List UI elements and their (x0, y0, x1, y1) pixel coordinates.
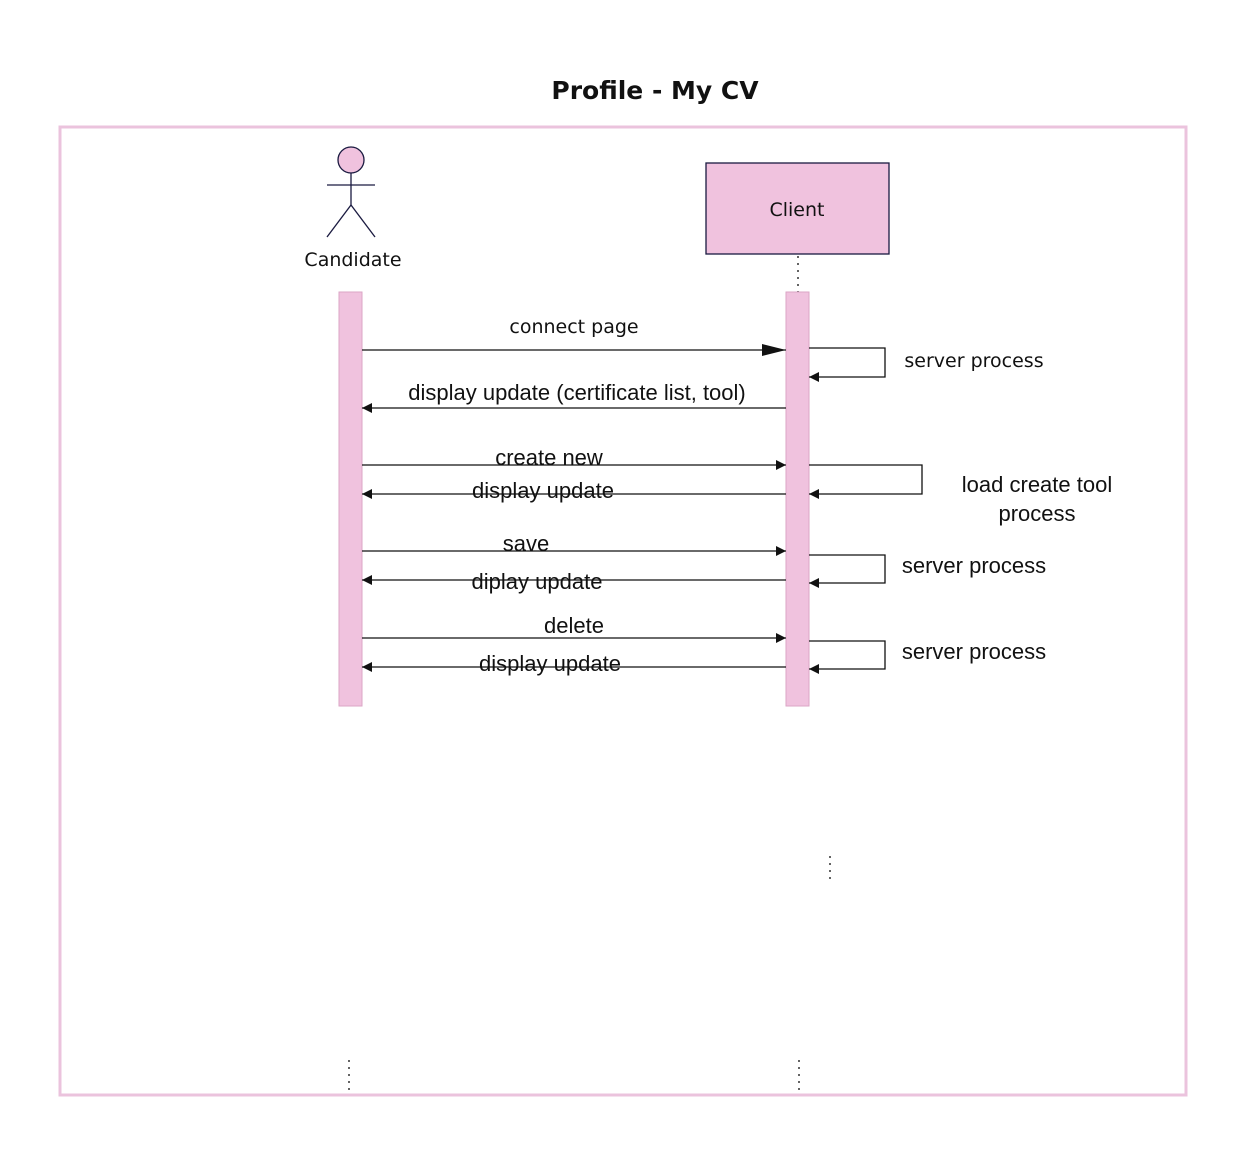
self-message-label-line1: load create tool (962, 472, 1112, 497)
candidate-activation-bar (338, 291, 363, 707)
message-delete: delete (362, 613, 786, 643)
message-connect-page: connect page (362, 316, 786, 356)
message-label: diplay update (472, 569, 603, 594)
message-create-new: create new (362, 445, 786, 470)
candidate-actor: Candidate (304, 146, 402, 271)
message-display-update-list: display update (certificate list, tool) (362, 380, 786, 413)
self-message-server-process-2: server process (809, 553, 1046, 588)
client-activation-bar (785, 291, 810, 707)
message-label: delete (544, 613, 604, 638)
message-label: connect page (509, 316, 638, 338)
diagram-title: Profile - My CV (551, 76, 759, 105)
message-label: create new (495, 445, 603, 470)
message-label: display update (479, 651, 621, 676)
self-message-server-process-1: server process (809, 347, 1044, 382)
message-label: display update (472, 478, 614, 503)
self-message-label: server process (904, 350, 1043, 372)
self-message-label-line2: process (998, 501, 1075, 526)
message-diplay-update-save: diplay update (362, 569, 786, 594)
message-display-update-create: display update (362, 478, 786, 503)
diagram-frame (58, 125, 1188, 1097)
client-participant: Client (705, 162, 890, 255)
stick-figure-icon (326, 146, 376, 238)
message-label: display update (certificate list, tool) (408, 380, 746, 405)
message-save: save (362, 531, 786, 556)
candidate-label: Candidate (304, 249, 401, 271)
self-message-server-process-3: server process (809, 639, 1046, 674)
client-label: Client (769, 199, 824, 221)
message-display-update-delete: display update (362, 651, 786, 676)
self-message-load-create-tool: load create tool process (809, 464, 1112, 526)
self-message-label: server process (902, 639, 1046, 664)
message-label: save (503, 531, 549, 556)
self-message-label: server process (902, 553, 1046, 578)
